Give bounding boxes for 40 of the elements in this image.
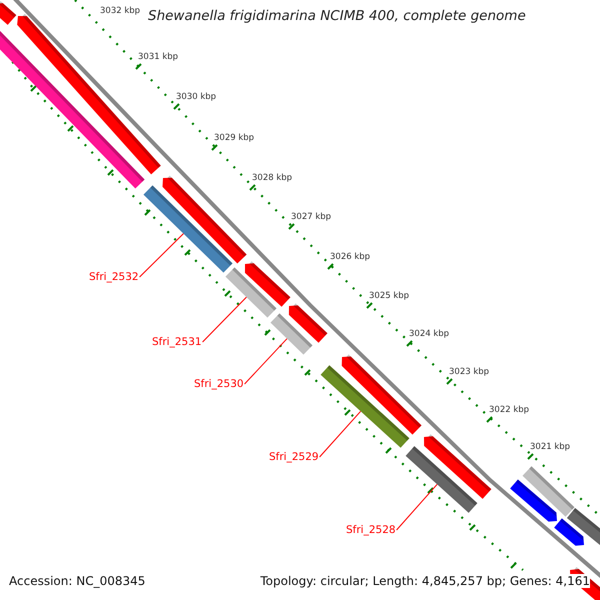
gene-feature bbox=[424, 434, 492, 499]
scale-label: 3029 kbp bbox=[214, 133, 254, 143]
leader-line bbox=[244, 338, 288, 384]
scale-label: 3023 kbp bbox=[449, 367, 490, 377]
scale-label: 3026 kbp bbox=[330, 252, 370, 262]
gene-bar bbox=[143, 185, 233, 273]
scale-label: 3025 kbp bbox=[369, 291, 410, 301]
gene-feature bbox=[288, 303, 328, 343]
gene-bar bbox=[406, 446, 478, 513]
leader-line bbox=[319, 410, 362, 458]
leader-line bbox=[396, 484, 438, 530]
footer-text: Topology: circular; Length: 4,845,257 bp; Genes: 4,161 bbox=[260, 574, 590, 588]
gene-label: Sfri_2531 bbox=[152, 336, 202, 348]
gene-bar bbox=[320, 365, 410, 448]
scale-label: 3030 kbp bbox=[176, 92, 216, 102]
gene-feature bbox=[510, 479, 557, 522]
gene-bar bbox=[566, 508, 600, 546]
gene-feature bbox=[554, 518, 584, 546]
gene-feature bbox=[244, 261, 290, 307]
scale-label: 3024 kbp bbox=[409, 329, 450, 339]
gene-label: Sfri_2530 bbox=[194, 378, 244, 390]
scale-label: 3032 kbp bbox=[100, 6, 140, 16]
gene-feature bbox=[162, 176, 247, 264]
gene-bar bbox=[270, 313, 313, 355]
gene-label: Sfri_2532 bbox=[89, 271, 139, 283]
scale-label: 3027 kbp bbox=[291, 212, 332, 222]
scale-label: 3022 kbp bbox=[489, 405, 530, 415]
scale-label: 3021 kbp bbox=[530, 442, 570, 452]
diagram-title: Shewanella frigidimarina NCIMB 400, complete genome bbox=[148, 8, 526, 24]
gene-bar bbox=[225, 267, 277, 318]
gene-label: Sfri_2528 bbox=[346, 524, 396, 536]
gene-label: Sfri_2529 bbox=[269, 451, 319, 463]
gene-bar bbox=[522, 466, 574, 517]
footer-text: Accession: NC_008345 bbox=[9, 574, 146, 588]
leader-line bbox=[202, 296, 247, 342]
leader-line bbox=[139, 233, 184, 278]
gene-feature bbox=[342, 354, 422, 435]
scale-label: 3031 kbp bbox=[138, 52, 178, 62]
gene-feature bbox=[0, 1, 16, 25]
scale-label: 3028 kbp bbox=[252, 173, 292, 183]
